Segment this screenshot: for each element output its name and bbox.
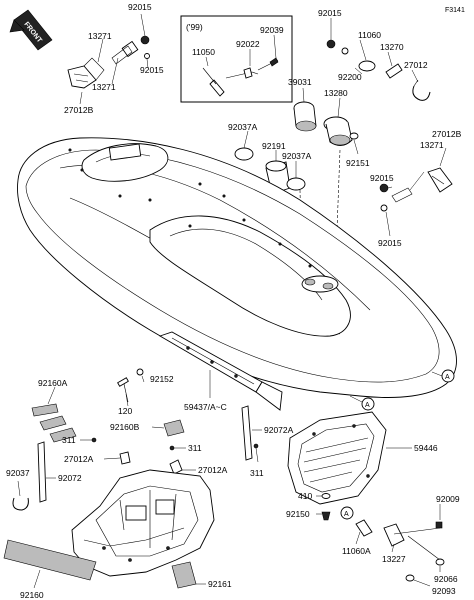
- label-11060A: 11060A: [342, 546, 371, 556]
- diagram-code: F3141: [445, 7, 465, 14]
- hull-deck-dots: [68, 148, 312, 268]
- decal-92160: [3, 539, 97, 581]
- label-39031: 39031: [288, 77, 312, 87]
- label-92022: 92022: [236, 39, 260, 49]
- label-92200: 92200: [338, 72, 362, 82]
- label-11050: 11050: [192, 47, 215, 57]
- label-92015: 92015: [140, 65, 164, 75]
- label-13280: 13280: [324, 88, 348, 98]
- label-311: 311: [62, 435, 76, 445]
- strap-assembly-side: [379, 147, 453, 237]
- strip-92072A: [241, 405, 262, 463]
- label-92191: 92191: [262, 141, 286, 151]
- label-13270: 13270: [380, 42, 404, 52]
- strap-assembly-left: [67, 13, 150, 105]
- storage-tray: [71, 469, 215, 577]
- label-92015: 92015: [370, 173, 394, 183]
- label-311: 311: [188, 443, 202, 453]
- label-11060: 11060: [358, 30, 381, 40]
- label-27012A: 27012A: [64, 454, 94, 464]
- label-92015: 92015: [378, 238, 402, 248]
- left-small-parts: [12, 368, 196, 511]
- label-92015: 92015: [128, 2, 152, 12]
- label-92160B: 92160B: [110, 422, 140, 432]
- label-27012: 27012: [404, 60, 428, 70]
- label-59446: 59446: [414, 443, 438, 453]
- label-92039: 92039: [260, 25, 284, 35]
- label-92072: 92072: [58, 473, 82, 483]
- label-92066: 92066: [434, 574, 458, 584]
- rub-rail: [158, 331, 283, 411]
- decal-92161: [171, 561, 197, 589]
- label-27012A: 27012A: [198, 465, 228, 475]
- label-59437: 59437/A~C: [184, 402, 227, 412]
- label-311: 311: [250, 468, 264, 478]
- label-92160: 92160: [20, 590, 44, 600]
- label-27012B: 27012B: [432, 129, 462, 139]
- label-92150: 92150: [286, 509, 310, 519]
- label-120: 120: [118, 406, 132, 416]
- label-92151: 92151: [346, 158, 370, 168]
- label-410: 410: [298, 491, 312, 501]
- label-inset-year: ('99): [186, 22, 203, 32]
- label-92152: 92152: [150, 374, 174, 384]
- bottom-right-hardware: A: [340, 504, 445, 587]
- svg-text:A: A: [445, 374, 450, 381]
- front-arrow-badge: FRONT: [9, 9, 53, 51]
- inset-99-box: [180, 15, 293, 103]
- label-13271: 13271: [420, 140, 444, 150]
- label-92015: 92015: [318, 8, 342, 18]
- hull-body: A A: [17, 137, 457, 411]
- svg-text:A: A: [365, 402, 370, 409]
- strap-assembly-right: [326, 18, 431, 101]
- bolt-92150: [321, 511, 331, 521]
- label-92037A: 92037A: [282, 151, 312, 161]
- label-13271: 13271: [88, 31, 112, 41]
- label-27012B: 27012B: [64, 105, 94, 115]
- label-13271: 13271: [92, 82, 116, 92]
- label-92160A: 92160A: [38, 378, 68, 388]
- label-92093: 92093: [432, 586, 456, 596]
- callout-a-rear: [361, 397, 375, 411]
- svg-text:A: A: [344, 511, 349, 518]
- label-92037: 92037: [6, 468, 30, 478]
- label-92037A: 92037A: [228, 122, 258, 132]
- label-92072A: 92072A: [264, 425, 294, 435]
- intake-grate: [287, 411, 412, 505]
- label-92161: 92161: [208, 579, 232, 589]
- label-13227: 13227: [382, 554, 406, 564]
- part-labels: 92015 13271 92015 13271 27012B ('99) 110…: [6, 2, 462, 600]
- washer-410: [321, 493, 331, 499]
- label-92009: 92009: [436, 494, 460, 504]
